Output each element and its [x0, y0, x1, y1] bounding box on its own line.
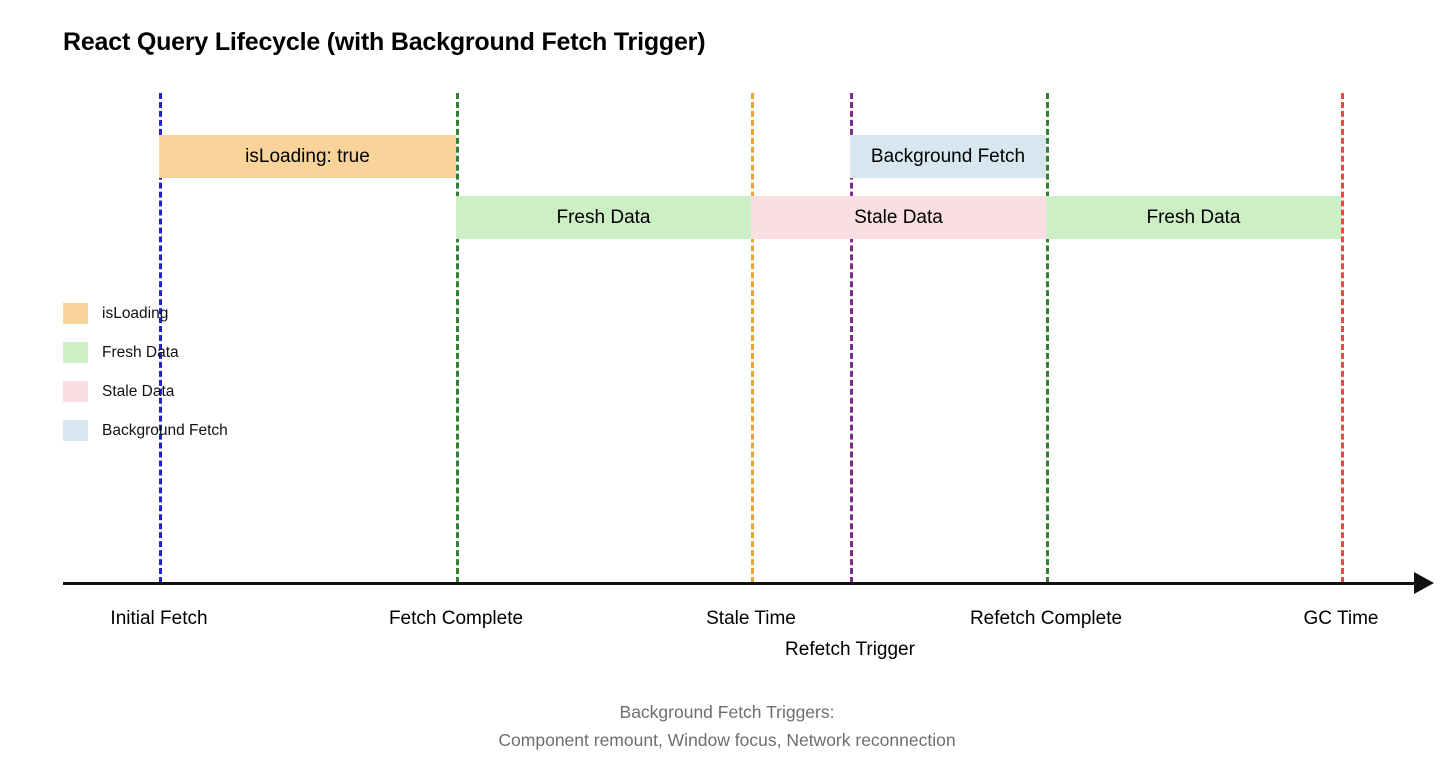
tick-label-refetch-complete: Refetch Complete — [969, 608, 1123, 629]
marker-line-initial-fetch — [159, 93, 162, 583]
x-axis-line — [63, 582, 1418, 585]
legend-swatch-is-loading — [63, 303, 88, 324]
bar-fresh-data-2[interactable]: Fresh Data — [1046, 196, 1341, 239]
bar-label-is-loading: isLoading: true — [245, 145, 370, 167]
legend-swatch-fresh-data — [63, 342, 88, 363]
bar-fresh-data-1[interactable]: Fresh Data — [456, 196, 751, 239]
legend-label-is-loading: isLoading — [102, 304, 169, 322]
legend-label-stale-data: Stale Data — [102, 382, 175, 400]
tick-label-stale-time: Stale Time — [706, 608, 796, 629]
legend: isLoading Fresh Data Stale Data Backgrou… — [63, 294, 228, 450]
bar-is-loading[interactable]: isLoading: true — [159, 135, 456, 178]
legend-label-fresh-data: Fresh Data — [102, 343, 179, 361]
legend-swatch-background-fetch — [63, 420, 88, 441]
legend-item-fresh-data[interactable]: Fresh Data — [63, 333, 228, 372]
tick-label-initial-fetch: Initial Fetch — [110, 608, 208, 629]
bar-label-fresh-data-2: Fresh Data — [1146, 206, 1241, 228]
legend-item-background-fetch[interactable]: Background Fetch — [63, 411, 228, 450]
marker-line-refetch-trigger — [850, 93, 853, 583]
tick-label-fetch-complete: Fetch Complete — [388, 608, 524, 629]
bar-background-fetch[interactable]: Background Fetch — [850, 135, 1046, 178]
legend-item-is-loading[interactable]: isLoading — [63, 294, 228, 333]
marker-line-gc-time — [1341, 93, 1344, 583]
bar-label-stale-data: Stale Data — [854, 206, 943, 228]
legend-label-background-fetch: Background Fetch — [102, 421, 228, 439]
marker-line-stale-time — [751, 93, 754, 583]
x-axis-arrow-icon — [1414, 572, 1434, 594]
footnote: Background Fetch Triggers: Component rem… — [0, 698, 1454, 754]
marker-line-refetch-complete — [1046, 93, 1049, 583]
tick-label-refetch-trigger: Refetch Trigger — [785, 639, 915, 660]
footnote-line-1: Background Fetch Triggers: — [619, 702, 835, 722]
tick-label-gc-time: GC Time — [1303, 608, 1379, 629]
footnote-line-2: Component remount, Window focus, Network… — [498, 730, 956, 750]
bar-stale-data[interactable]: Stale Data — [751, 196, 1046, 239]
legend-swatch-stale-data — [63, 381, 88, 402]
legend-item-stale-data[interactable]: Stale Data — [63, 372, 228, 411]
page-title: React Query Lifecycle (with Background F… — [63, 28, 706, 56]
bar-label-fresh-data-1: Fresh Data — [556, 206, 651, 228]
bar-label-background-fetch: Background Fetch — [870, 145, 1026, 167]
marker-line-fetch-complete — [456, 93, 459, 583]
